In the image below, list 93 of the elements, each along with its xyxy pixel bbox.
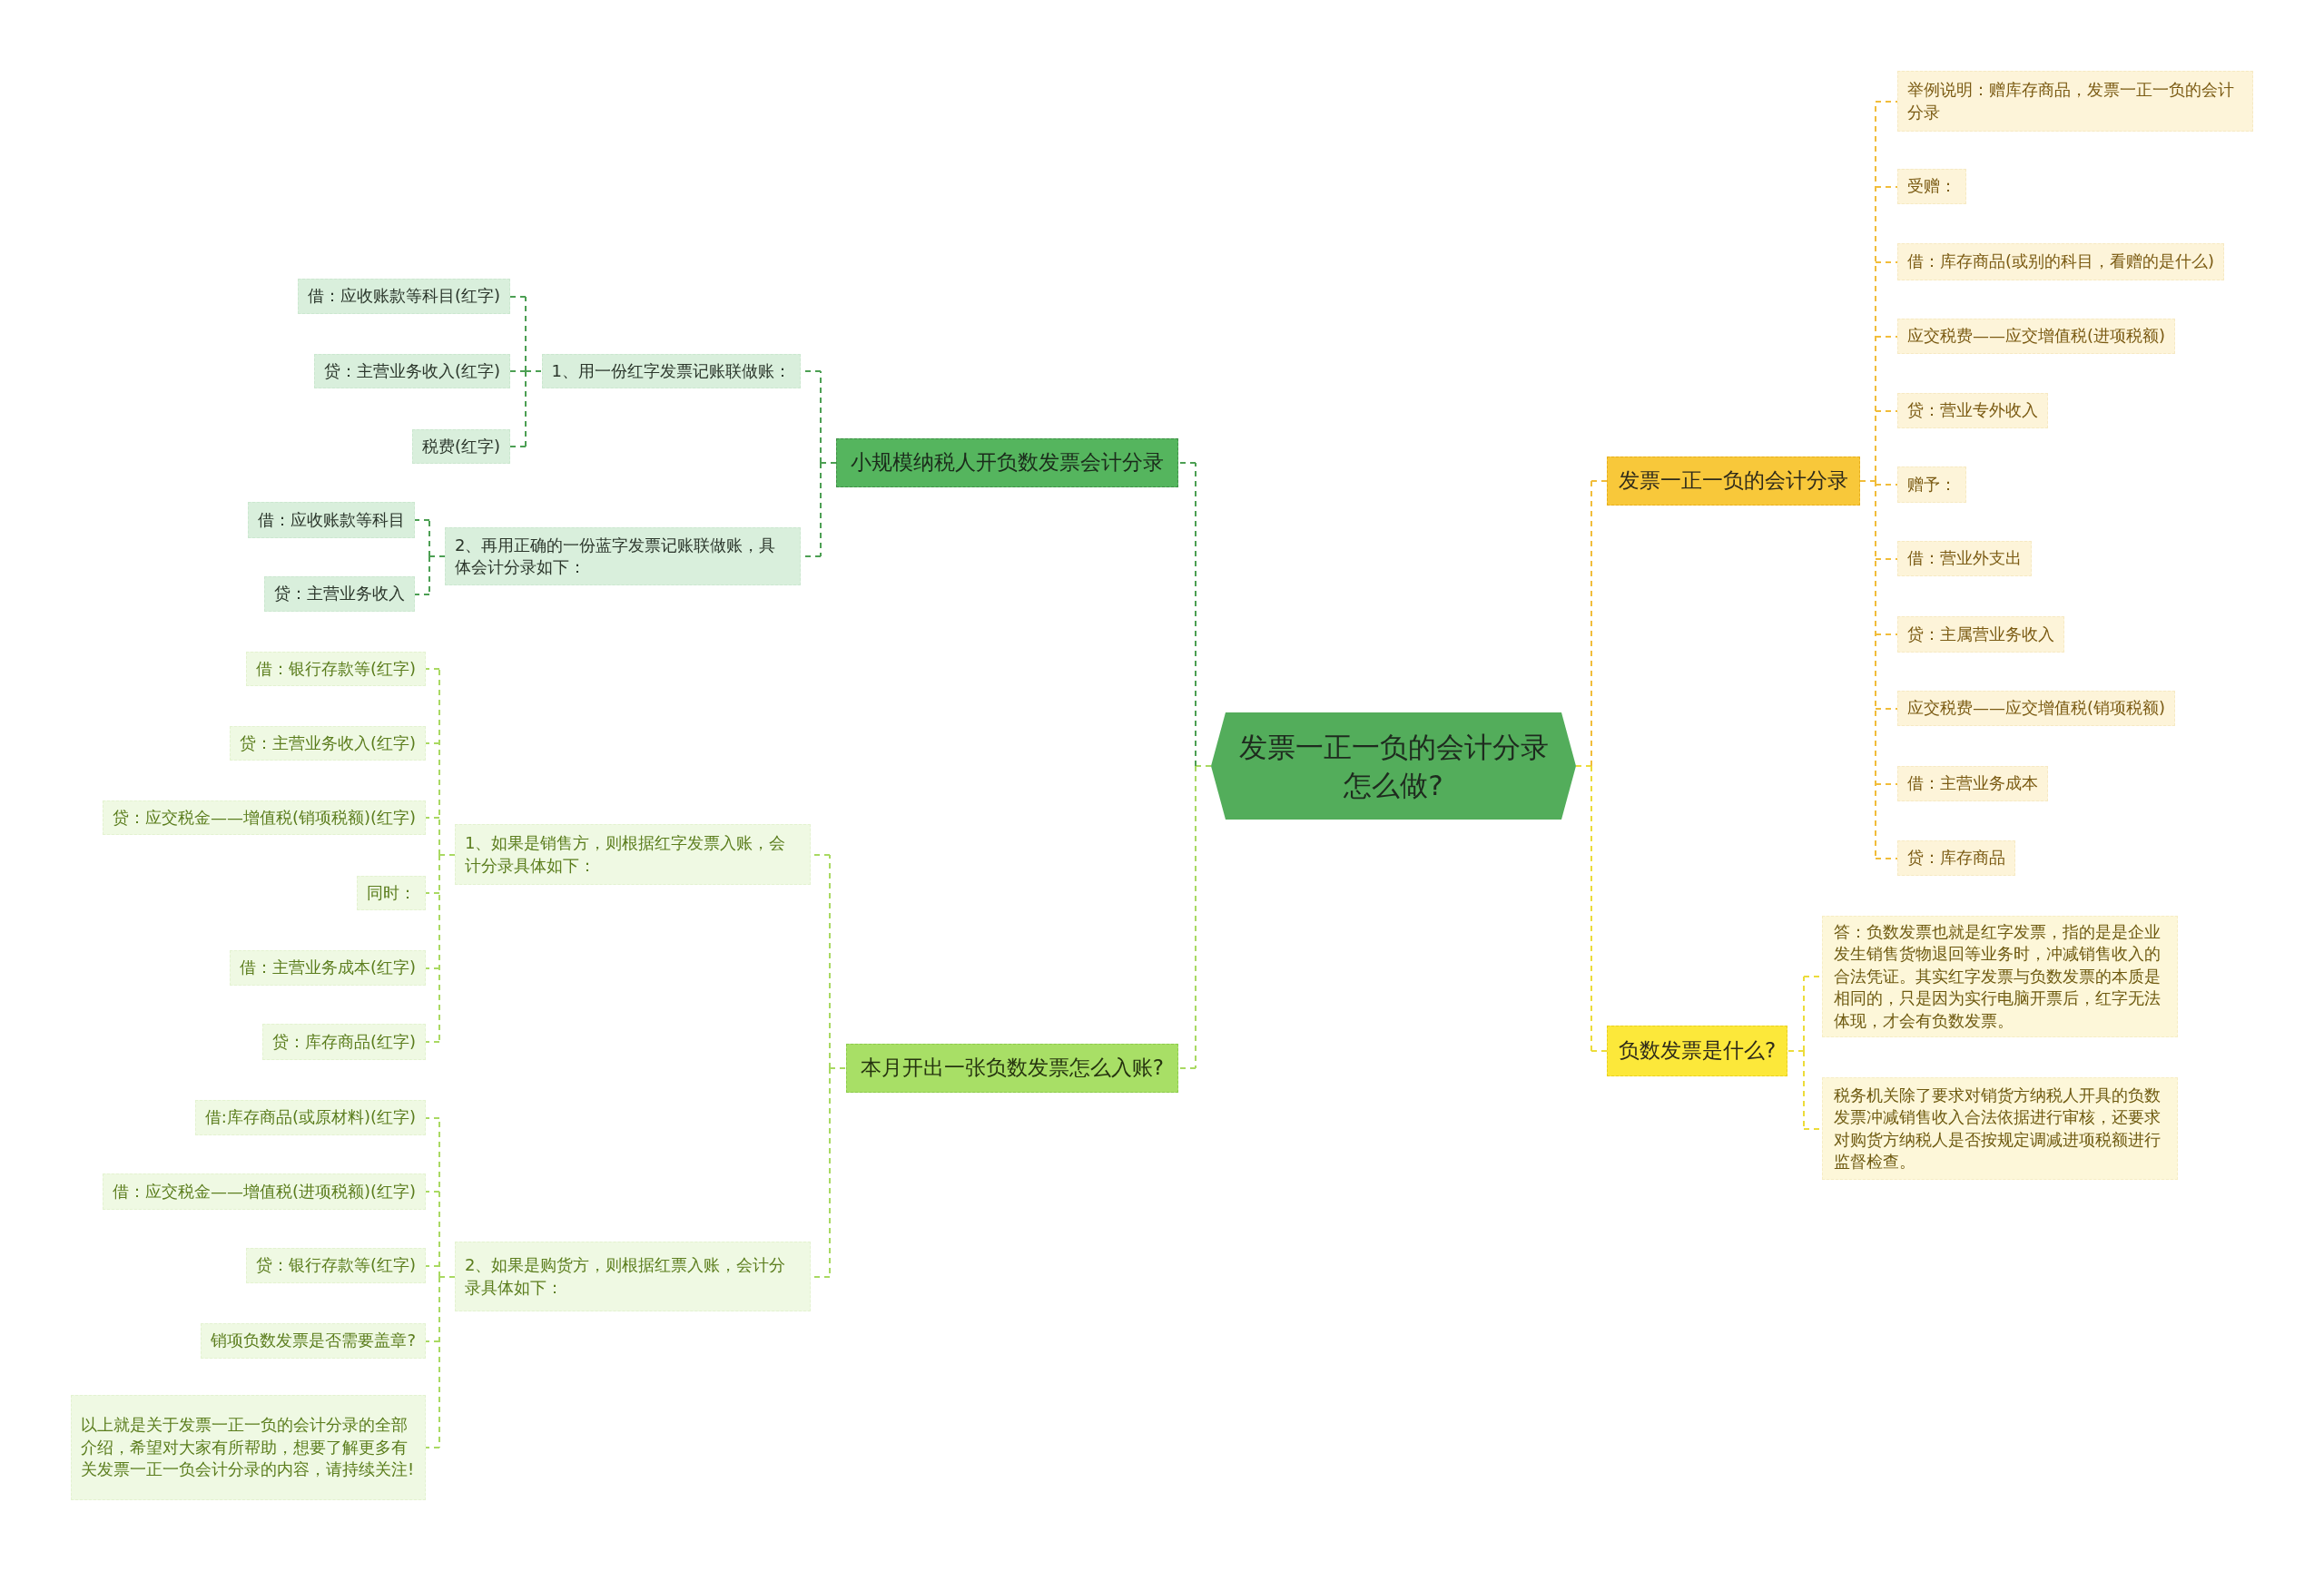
connector-line: [425, 742, 440, 744]
connector-line: [1787, 1050, 1805, 1052]
connector-line: [414, 519, 430, 521]
connector-line: [1875, 558, 1898, 560]
connector-line: [1195, 462, 1196, 767]
connector-line: [1590, 765, 1592, 1052]
connector-line: [1195, 765, 1196, 1069]
connector-line: [509, 446, 527, 447]
connector-line: [1875, 633, 1898, 635]
note-box: 贷：应交税金——增值税(销项税额)(红字): [102, 800, 426, 835]
connector-line: [438, 668, 440, 856]
topic-box: 小规模纳税人开负数发票会计分录: [836, 438, 1178, 487]
note-box: 贷：主营业务收入(红字): [229, 726, 426, 761]
note-box: 贷：库存商品(红字): [261, 1024, 426, 1060]
connector-line: [1875, 858, 1898, 859]
note-box: 借：应收账款等科目(红字): [297, 279, 510, 314]
note-box: 以上就是关于发票一正一负的会计分录的全部介绍，希望对大家有所帮助，想要了解更多有关发票一正一负会计分录的内容，请持续关注!: [71, 1395, 426, 1500]
note-box: 借：应交税金——增值税(进项税额)(红字): [102, 1173, 426, 1210]
connector-line: [1875, 708, 1898, 710]
connector-line: [829, 1067, 846, 1069]
connector-line: [1875, 783, 1898, 785]
note-box: 应交税费——应交增值税(进项税额): [1897, 319, 2176, 354]
connector-line: [1875, 484, 1898, 486]
connector-line: [525, 370, 542, 372]
note-box: 同时：: [357, 876, 426, 910]
connector-line: [1875, 261, 1898, 263]
connector-line: [425, 1340, 440, 1342]
connector-line: [438, 854, 456, 856]
connector-line: [1590, 480, 1592, 767]
note-box: 借：库存商品(或别的科目，看赠的是什么): [1897, 243, 2225, 280]
connector-line: [1859, 480, 1876, 482]
connector-line: [509, 370, 527, 372]
note-box: 税费(红字): [411, 429, 510, 464]
connector-line: [425, 967, 440, 969]
connector-line: [425, 1265, 440, 1267]
connector-line: [1177, 1067, 1196, 1069]
topic-box: 负数发票是什么?: [1607, 1026, 1788, 1076]
connector-line: [525, 296, 527, 372]
note-box: 借：银行存款等(红字): [245, 652, 426, 686]
connector-line: [820, 462, 837, 464]
connector-line: [1590, 480, 1608, 482]
connector-line: [1803, 976, 1805, 1052]
note-box: 赠予：: [1897, 466, 1966, 503]
note-box: 税务机关除了要求对销货方纳税人开具的负数发票冲减销售收入合法依据进行审核，还要求对购货方纳税人是否按规定调减进项税额进行监督检查。: [1822, 1077, 2178, 1180]
note-box: 借：主营业务成本(红字): [229, 950, 426, 986]
note-box: 借：应收账款等科目: [248, 502, 415, 538]
note-box: 答：负数发票也就是红字发票，指的是是企业发生销售货物退回等业务时，冲减销售收入的合法凭证。其实红字发票与负数发票的本质是相同的，只是因为实行电脑开票后，红字无法体现，才会有负数发票。: [1822, 916, 2178, 1037]
hexagon-topic: 发票一正一负的会计分录怎么做?: [1211, 712, 1576, 820]
note-box: 贷：库存商品: [1897, 840, 2015, 876]
connector-line: [414, 594, 430, 595]
connector-line: [428, 519, 430, 557]
note-box: 借：营业外支出: [1897, 541, 2032, 576]
connector-line: [425, 1117, 440, 1119]
note-box: 1、如果是销售方，则根据红字发票入账，会计分录具体如下：: [455, 824, 811, 885]
connector-line: [438, 854, 440, 1043]
note-box: 贷：主属营业务收入: [1897, 616, 2064, 653]
topic-box: 发票一正一负的会计分录: [1607, 457, 1860, 506]
connector-line: [509, 296, 527, 298]
connector-line: [1875, 410, 1898, 412]
connector-line: [425, 668, 440, 670]
topic-box: 本月开出一张负数发票怎么入账?: [845, 1044, 1178, 1093]
connector-line: [425, 1447, 440, 1448]
connector-line: [425, 892, 440, 894]
connector-line: [1875, 186, 1898, 188]
connector-line: [829, 854, 831, 1069]
connector-line: [425, 1041, 440, 1043]
note-box: 1、用一份红字发票记账联做账：: [541, 354, 801, 388]
connector-line: [1590, 1050, 1608, 1052]
note-box: 销项负数发票是否需要盖章?: [201, 1323, 426, 1359]
note-box: 2、再用正确的一份蓝字发票记账联做账，具体会计分录如下：: [445, 527, 801, 585]
connector-line: [438, 1276, 440, 1448]
note-box: 借:库存商品(或原材料)(红字): [194, 1100, 426, 1135]
connector-line: [525, 370, 527, 447]
connector-line: [820, 370, 822, 464]
note-box: 贷：主营业务收入(红字): [313, 354, 510, 388]
note-box: 受赠：: [1897, 169, 1966, 204]
connector-line: [438, 1276, 456, 1278]
connector-line: [1575, 765, 1592, 767]
connector-line: [1177, 462, 1196, 464]
connector-line: [1195, 765, 1212, 767]
connector-line: [425, 817, 440, 819]
note-box: 贷：主营业务收入: [264, 576, 415, 612]
connector-line: [1875, 336, 1898, 338]
note-box: 举例说明：赠库存商品，发票一正一负的会计分录: [1897, 71, 2253, 132]
connector-line: [428, 555, 446, 557]
connector-line: [1875, 101, 1898, 103]
note-box: 贷：银行存款等(红字): [245, 1248, 426, 1283]
connector-line: [425, 1191, 440, 1193]
note-box: 借：主营业务成本: [1897, 766, 2048, 801]
note-box: 2、如果是购货方，则根据红票入账，会计分录具体如下：: [455, 1242, 811, 1311]
note-box: 贷：营业专外收入: [1897, 393, 2048, 428]
note-box: 应交税费——应交增值税(销项税额): [1897, 691, 2176, 726]
connector-line: [820, 462, 822, 557]
